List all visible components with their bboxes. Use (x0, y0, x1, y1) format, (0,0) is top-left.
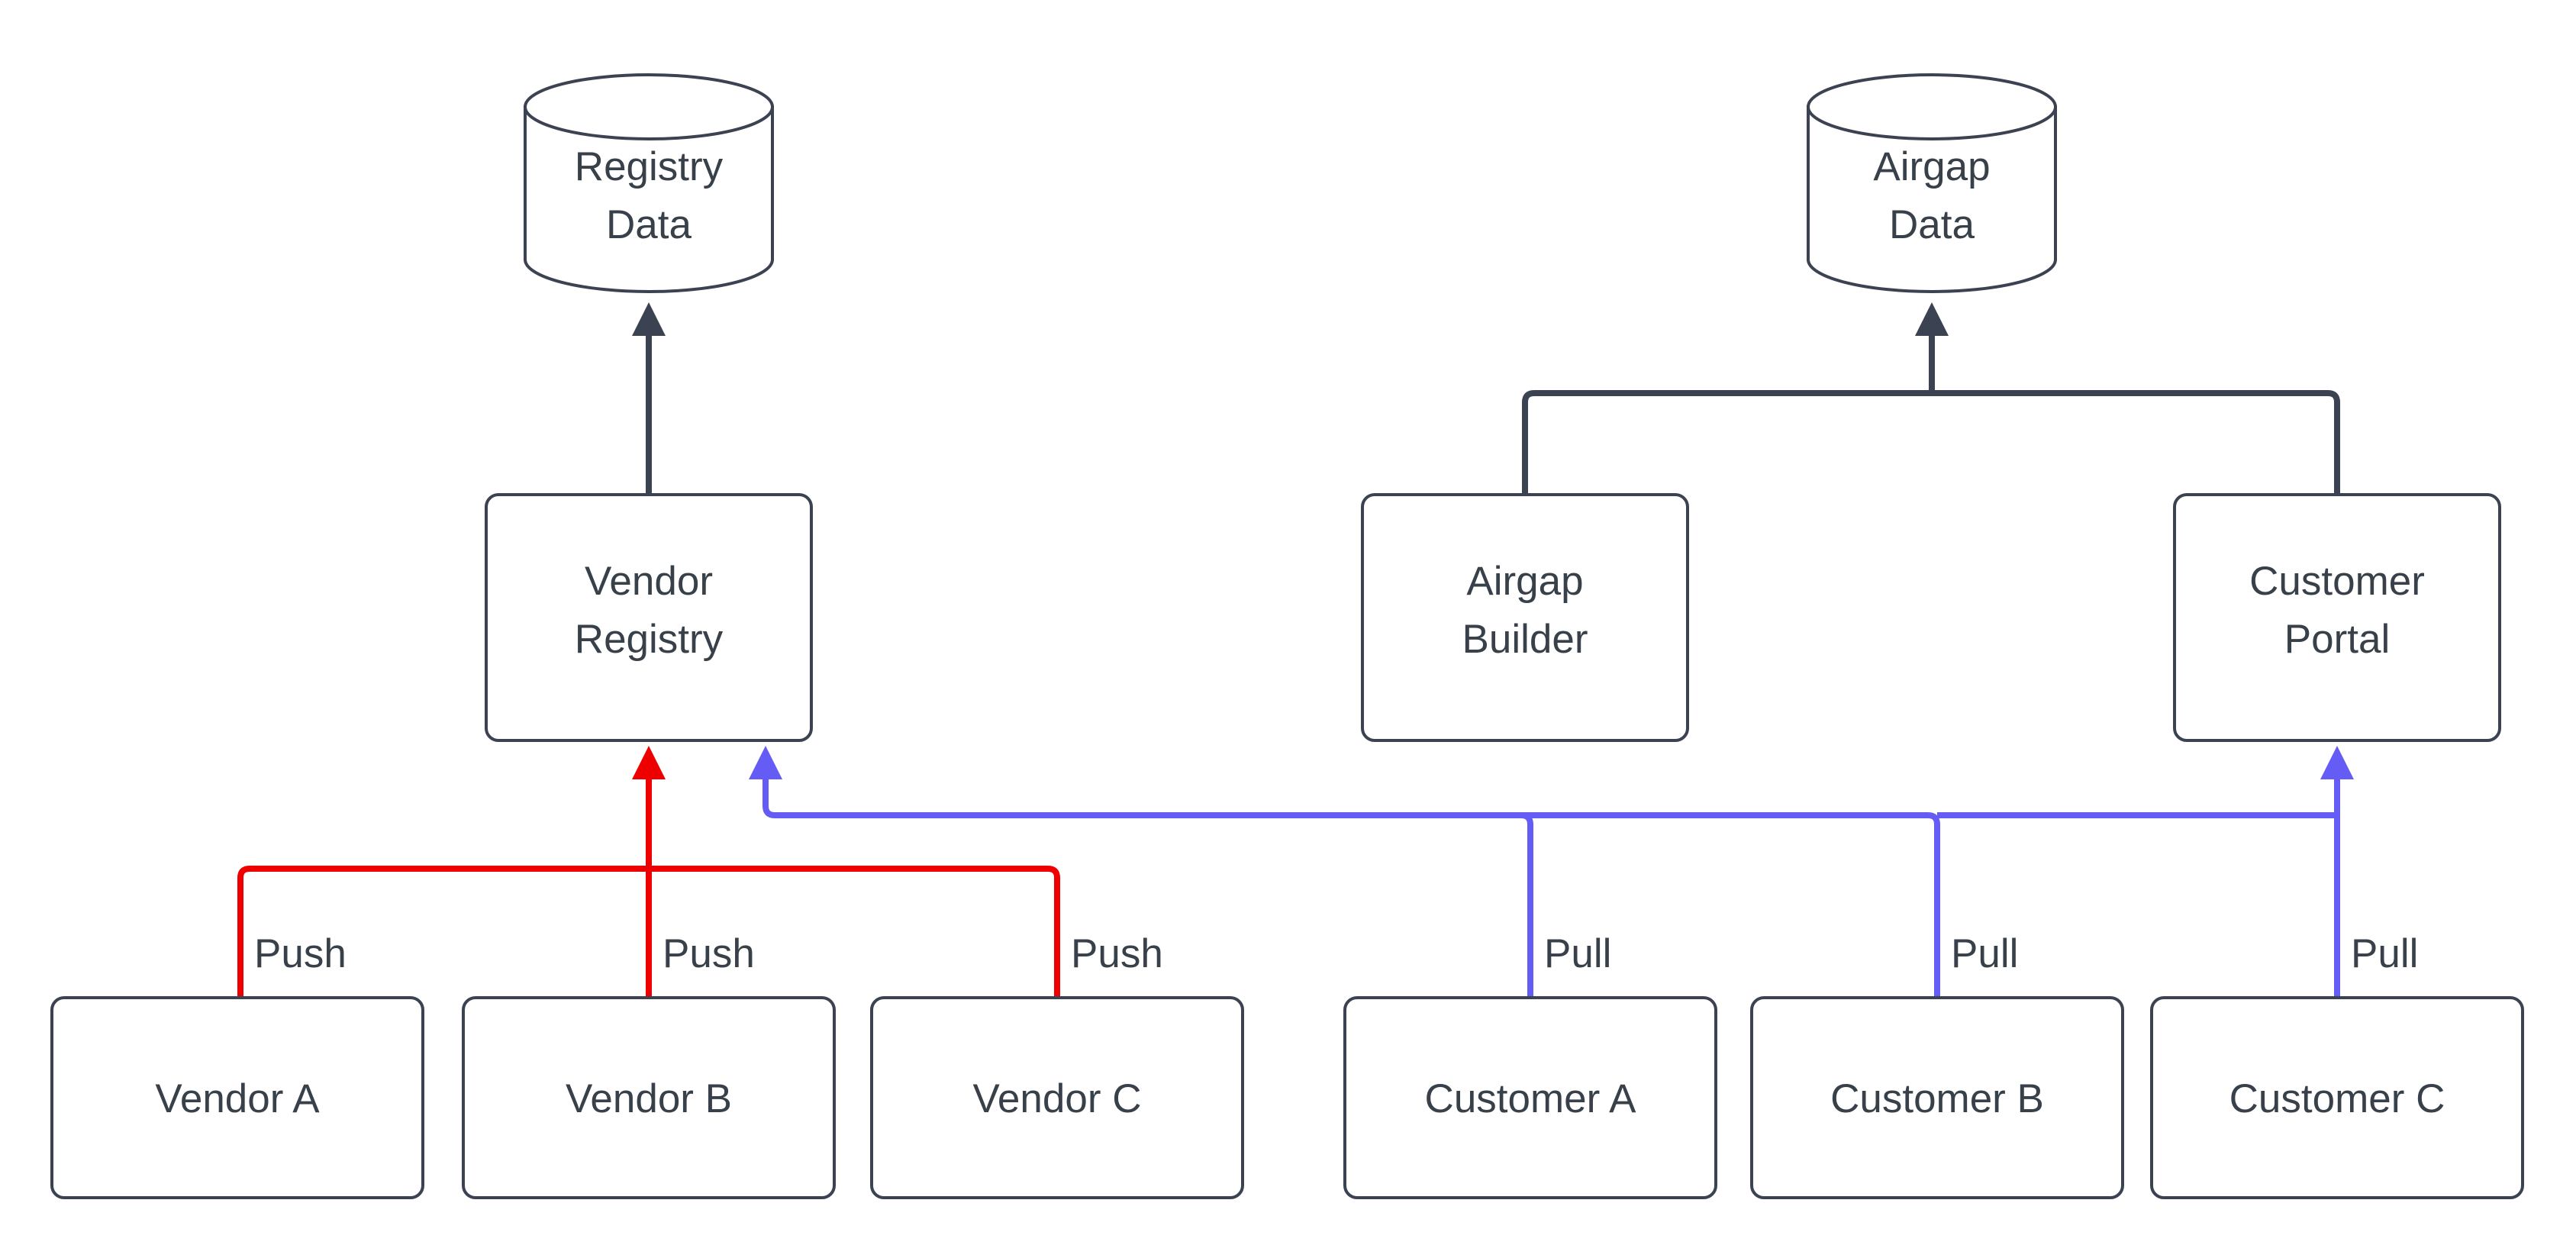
edge-vendor-a-push (237, 866, 649, 998)
box-shape (2150, 996, 2524, 1199)
edge-airgap-builder-to-airgap-data (1522, 390, 1932, 495)
vendor-registry-label-line2: Registry (575, 617, 724, 662)
edge-label-push-vendor-a: Push (254, 931, 347, 976)
customer-b-label: Customer B (1830, 1076, 2044, 1121)
box-shape (870, 996, 1244, 1199)
box-shape (1750, 996, 2124, 1199)
edge-pull-bus-riser (749, 746, 782, 818)
node-customer-c[interactable]: Customer C (2150, 996, 2524, 1199)
edge-label-push-vendor-b: Push (663, 931, 755, 976)
cylinder-top (524, 73, 774, 140)
customer-portal-label-line2: Portal (2284, 617, 2390, 662)
edge-customer-portal-to-airgap-data (1932, 390, 2340, 495)
edge-label-push-vendor-c: Push (1071, 931, 1163, 976)
customer-c-label: Customer C (2229, 1076, 2445, 1121)
customer-portal-label-line1: Customer (2249, 559, 2425, 604)
box-shape (1343, 996, 1717, 1199)
box-shape (462, 996, 836, 1199)
box-shape (1361, 493, 1689, 742)
airgap-data-label-line2: Data (1889, 202, 1975, 247)
airgap-builder-label-line1: Airgap (1466, 559, 1583, 604)
node-customer-a[interactable]: Customer A (1343, 996, 1717, 1199)
edge-vendor-c-push (649, 866, 1060, 998)
vendor-a-label: Vendor A (155, 1076, 320, 1121)
vendor-c-label: Vendor C (973, 1076, 1142, 1121)
cylinder-top (1807, 73, 2057, 140)
node-vendor-a[interactable]: Vendor A (50, 996, 424, 1199)
node-customer-b[interactable]: Customer B (1750, 996, 2124, 1199)
node-vendor-c[interactable]: Vendor C (870, 996, 1244, 1199)
cylinder-body (524, 105, 774, 293)
node-registry-data[interactable]: Registry Data (524, 73, 774, 293)
registry-data-label-line2: Data (606, 202, 692, 247)
edge-label-pull-customer-b: Pull (1951, 931, 2018, 976)
node-airgap-builder[interactable]: Airgap Builder (1361, 493, 1689, 742)
node-airgap-data[interactable]: Airgap Data (1807, 73, 2057, 293)
node-vendor-registry[interactable]: Vendor Registry (485, 493, 813, 742)
customer-a-label: Customer A (1425, 1076, 1637, 1121)
airgap-builder-label-line2: Builder (1462, 617, 1588, 662)
airgap-data-label-line1: Airgap (1873, 144, 1990, 189)
edge-label-pull-customer-a: Pull (1544, 931, 1611, 976)
edge-customer-b-pull (775, 812, 1940, 998)
node-vendor-b[interactable]: Vendor B (462, 996, 836, 1199)
box-shape (485, 493, 813, 742)
node-customer-portal[interactable]: Customer Portal (2173, 493, 2501, 742)
cylinder-body (1807, 105, 2057, 293)
vendor-b-label: Vendor B (566, 1076, 732, 1121)
registry-data-label-line1: Registry (575, 144, 724, 189)
vendor-registry-label-line1: Vendor (585, 559, 713, 604)
box-shape (50, 996, 424, 1199)
edge-label-pull-customer-c: Pull (2351, 931, 2418, 976)
box-shape (2173, 493, 2501, 742)
